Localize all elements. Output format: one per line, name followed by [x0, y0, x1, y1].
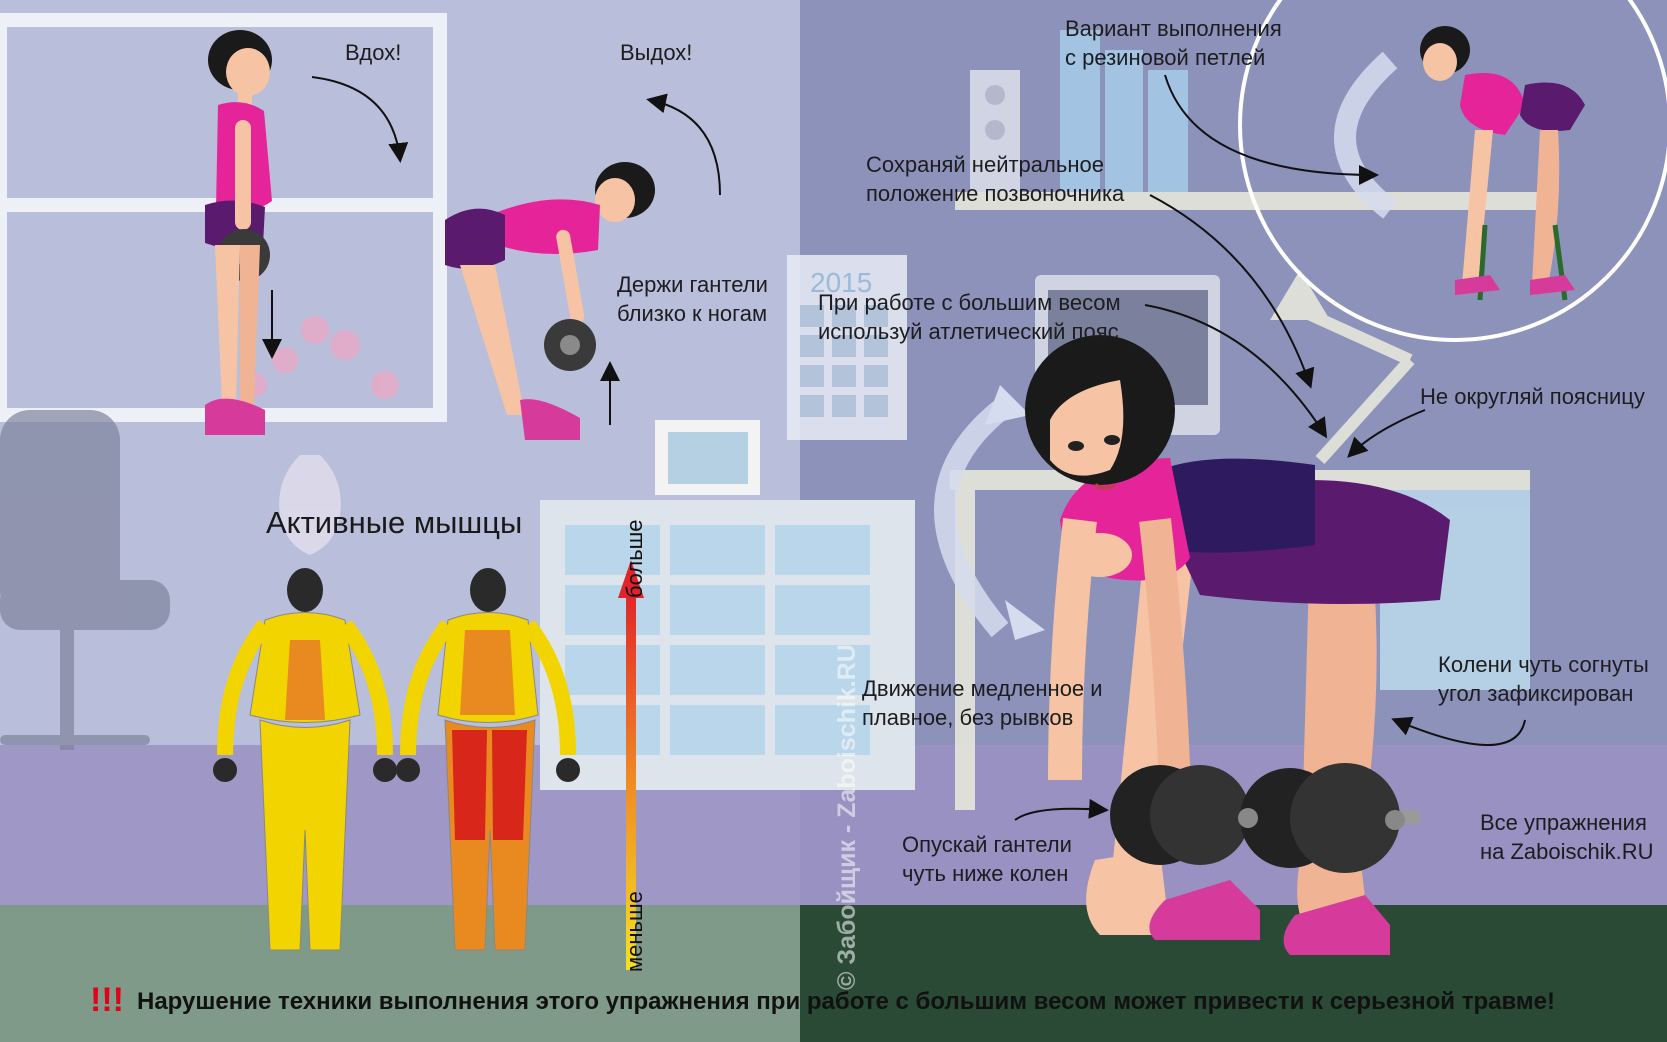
figure-standing [205, 30, 282, 435]
floor-left [0, 905, 800, 1042]
knees-label: Колени чуть согнуты угол зафиксирован [1438, 650, 1649, 708]
inhale-arrow [311, 76, 409, 163]
office-chair [0, 410, 170, 750]
warning-text: Нарушение техники выполнения этого упраж… [137, 988, 1555, 1015]
figure-band-variant [1420, 26, 1585, 301]
knees-line-2: угол зафиксирован [1438, 681, 1634, 706]
motion-arrows-decor [934, 51, 1398, 638]
calendar-year: 2015 [810, 267, 872, 298]
neutral-spine-label: Сохраняй нейтральное положение позвоночн… [866, 150, 1124, 208]
variant-inset-circle [1238, 0, 1667, 342]
lower-dumbbells-line-2: чуть ниже колен [902, 861, 1069, 886]
exhale-label: Выдох! [620, 40, 693, 65]
all-exercises-line-2: на Zaboischik.RU [1480, 839, 1654, 864]
lower-dumbbells-label: Опускай гантели чуть ниже колен [902, 830, 1072, 888]
warning-icon: !!! [90, 981, 124, 1019]
anatomy-back [396, 568, 580, 951]
belt-line-2: используй атлетический пояс [818, 319, 1119, 344]
band-variant-line-1: Вариант выполнения [1065, 16, 1282, 41]
muscle-scale [618, 560, 644, 970]
band-variant-label: Вариант выполнения с резиновой петлей [1065, 14, 1282, 72]
decor-arrowhead [985, 385, 1030, 425]
watermark: © Забойщик - Zaboischik.RU [833, 644, 861, 990]
exhale-arrow [646, 93, 721, 196]
scale-less-label: меньше [622, 891, 647, 972]
keep-dumbbells-line-2: близко к ногам [617, 301, 768, 326]
warning-banner: !!! Нарушение техники выполнения этого у… [0, 981, 1667, 1037]
slow-move-line-2: плавное, без рывков [862, 705, 1074, 730]
slow-move-line-1: Движение медленное и [862, 676, 1103, 701]
annotation-arrows [1014, 74, 1526, 821]
neutral-spine-line-1: Сохраняй нейтральное [866, 152, 1104, 177]
belt-label: При работе с большим весом используй атл… [818, 288, 1121, 346]
slow-move-label: Движение медленное и плавное, без рывков [862, 674, 1103, 732]
all-exercises-label: Все упражнения на Zaboischik.RU [1480, 808, 1654, 866]
drawer-cabinet [540, 420, 915, 790]
keep-dumbbells-line-1: Держи гантели [617, 272, 768, 297]
dumbbells-main [1110, 763, 1420, 873]
scale-more-label: больше [622, 519, 647, 598]
keep-dumbbells-label: Держи гантели близко к ногам [617, 270, 768, 328]
neutral-spine-line-2: положение позвоночника [866, 181, 1125, 206]
band-variant-line-2: с резиновой петлей [1065, 45, 1266, 70]
decor-arrowhead [1005, 600, 1045, 640]
lower-dumbbells-line-1: Опускай гантели [902, 832, 1072, 857]
active-muscles-title: Активные мышцы [266, 505, 523, 540]
belt-line-1: При работе с большим весом [818, 290, 1121, 315]
calendar: 2015 [787, 255, 907, 440]
vase [243, 316, 399, 555]
inhale-label: Вдох! [345, 40, 402, 65]
anatomy-front [213, 568, 397, 951]
no-round-label: Не округляй поясницу [1420, 384, 1645, 409]
all-exercises-line-1: Все упражнения [1480, 810, 1647, 835]
knees-line-1: Колени чуть согнуты [1438, 652, 1649, 677]
figure-bent-small [445, 162, 655, 440]
